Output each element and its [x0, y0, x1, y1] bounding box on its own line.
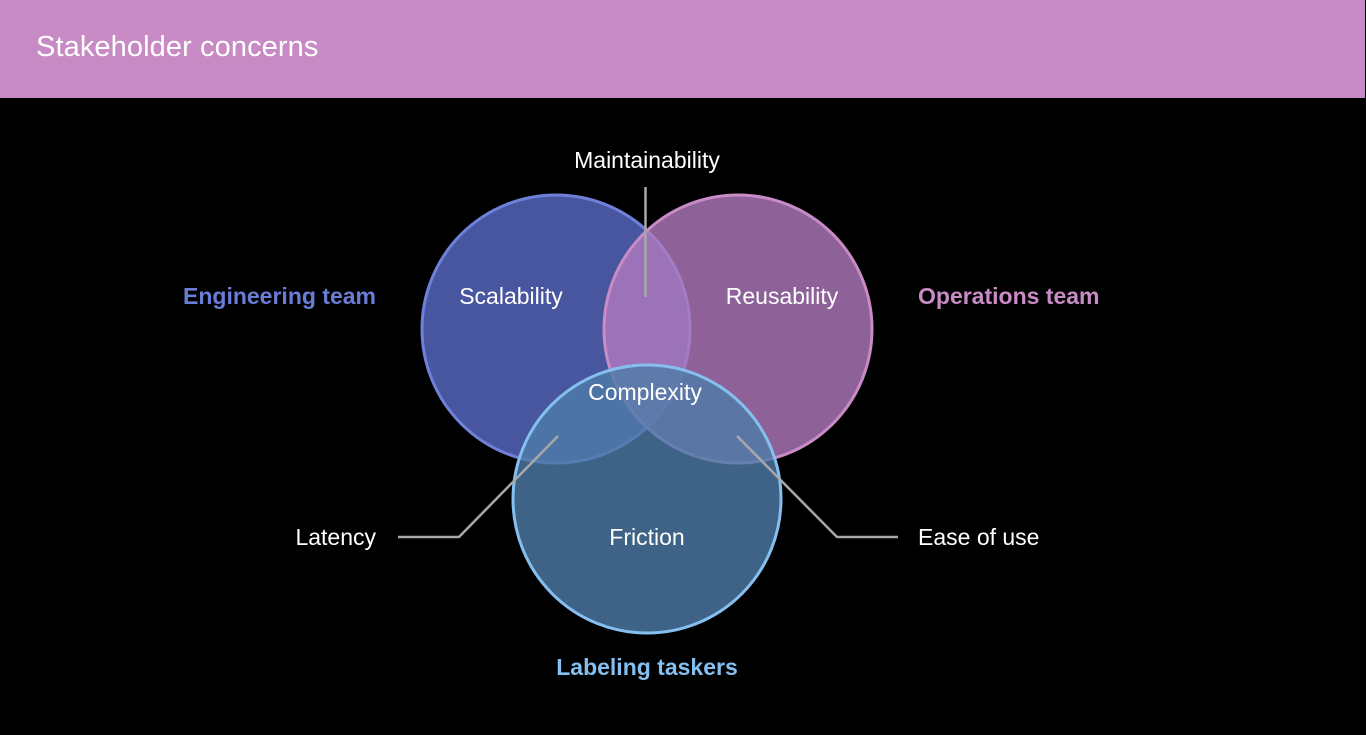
concern-label-friction: Friction: [609, 524, 684, 550]
group-label-engineering-team: Engineering team: [183, 283, 376, 309]
concern-label-reusability: Reusability: [726, 283, 839, 309]
group-label-labeling-taskers: Labeling taskers: [556, 654, 738, 680]
connector-ease-of-use: [736, 435, 898, 539]
concern-label-ease-of-use: Ease of use: [918, 524, 1039, 550]
page-title: Stakeholder concerns: [36, 31, 319, 63]
header-bar: Stakeholder concerns: [0, 0, 1365, 98]
connector-lines: [398, 187, 898, 539]
venn-circles: [420, 193, 874, 635]
group-label-operations-team: Operations team: [918, 283, 1100, 309]
connector-latency: [398, 435, 559, 539]
concern-label-complexity: Complexity: [588, 379, 702, 405]
concern-label-maintainability: Maintainability: [574, 147, 720, 173]
concern-label-scalability: Scalability: [459, 283, 563, 309]
concern-label-latency: Latency: [295, 524, 376, 550]
venn-circle-labeling: [511, 363, 783, 635]
